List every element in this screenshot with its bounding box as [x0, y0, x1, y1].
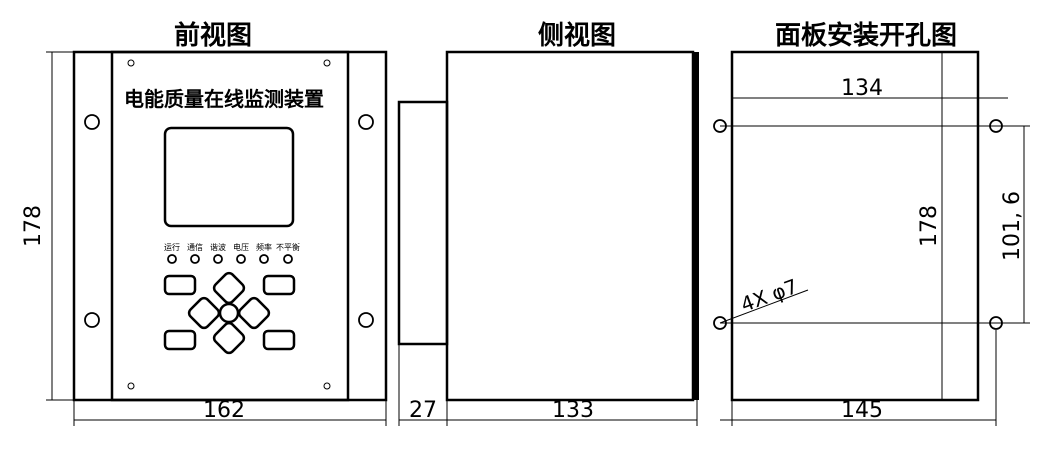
- led-icon: [236, 254, 246, 264]
- keypad: [163, 271, 296, 355]
- led-icon: [190, 254, 200, 264]
- side-depth-dimension: 27 133: [398, 344, 698, 426]
- function-key-top-right: [262, 274, 296, 296]
- led-icon: [213, 254, 223, 264]
- side-main-body: [445, 50, 695, 402]
- panel-height-value: 178: [917, 205, 942, 247]
- screw-icon: [323, 382, 331, 390]
- mounting-hole-icon: [358, 312, 374, 328]
- side-rear-block: [397, 100, 449, 346]
- arrow-left-key: [187, 296, 221, 330]
- panel-width-dimension: 145: [720, 330, 997, 426]
- front-height-dimension: 178: [21, 51, 74, 401]
- side-front-flange: [693, 52, 699, 400]
- panel-hole-vertical-value: 101, 6: [1000, 191, 1025, 261]
- indicator-label: 运行: [164, 242, 180, 252]
- function-key-bottom-left: [163, 329, 197, 351]
- screw-icon: [323, 59, 331, 67]
- arrow-down-key: [212, 321, 246, 355]
- front-view-title: 前视图: [174, 20, 252, 51]
- mounting-hole-icon: [358, 114, 374, 130]
- led-icon: [283, 254, 293, 264]
- front-faceplate: [110, 50, 350, 402]
- hole-spec-value: 4X φ7: [738, 274, 801, 317]
- indicator-label: 不平衡: [276, 242, 300, 252]
- arrow-right-key: [237, 296, 271, 330]
- arrow-up-key: [212, 271, 246, 305]
- panel-height-dimension: 178: [917, 52, 943, 400]
- indicator-label: 通信: [187, 242, 203, 252]
- side-view: 27 133: [397, 50, 699, 426]
- panel-hole-spacing-value: 134: [841, 76, 883, 101]
- front-width-value: 162: [203, 398, 245, 423]
- enter-key: [218, 302, 240, 324]
- device-name-label: 电能质量在线监测装置: [124, 87, 324, 111]
- front-width-dimension: 162: [73, 398, 387, 426]
- side-main-depth-value: 133: [552, 398, 594, 423]
- panel-hole-spacing-dimension: 134: [732, 76, 1008, 101]
- led-icon: [167, 254, 177, 264]
- lcd-screen: [163, 126, 295, 228]
- side-rear-depth-value: 27: [409, 398, 437, 423]
- side-view-title: 侧视图: [538, 21, 616, 51]
- function-key-bottom-right: [262, 329, 296, 351]
- indicator-row: 运行 通信 谐波 电压 频率 不平衡: [164, 242, 300, 264]
- screw-icon: [127, 382, 135, 390]
- panel-cutout-view: 134 178 101, 6 4X φ7 145: [713, 50, 1030, 426]
- screw-icon: [127, 59, 135, 67]
- panel-view-title: 面板安装开孔图: [775, 21, 957, 51]
- front-view: 电能质量在线监测装置 运行 通信 谐波 电压 频率 不平衡: [21, 50, 388, 426]
- panel-hole-vertical-dimension: 101, 6: [1000, 126, 1025, 323]
- indicator-label: 电压: [233, 242, 249, 252]
- panel-width-value: 145: [841, 398, 883, 423]
- indicator-label: 频率: [256, 242, 272, 252]
- mounting-hole-icon: [84, 312, 100, 328]
- front-height-value: 178: [21, 205, 46, 247]
- led-icon: [259, 254, 269, 264]
- panel-cutout-outline: [730, 50, 980, 402]
- function-key-top-left: [163, 274, 197, 296]
- mounting-hole-icon: [84, 114, 100, 130]
- indicator-label: 谐波: [210, 242, 226, 252]
